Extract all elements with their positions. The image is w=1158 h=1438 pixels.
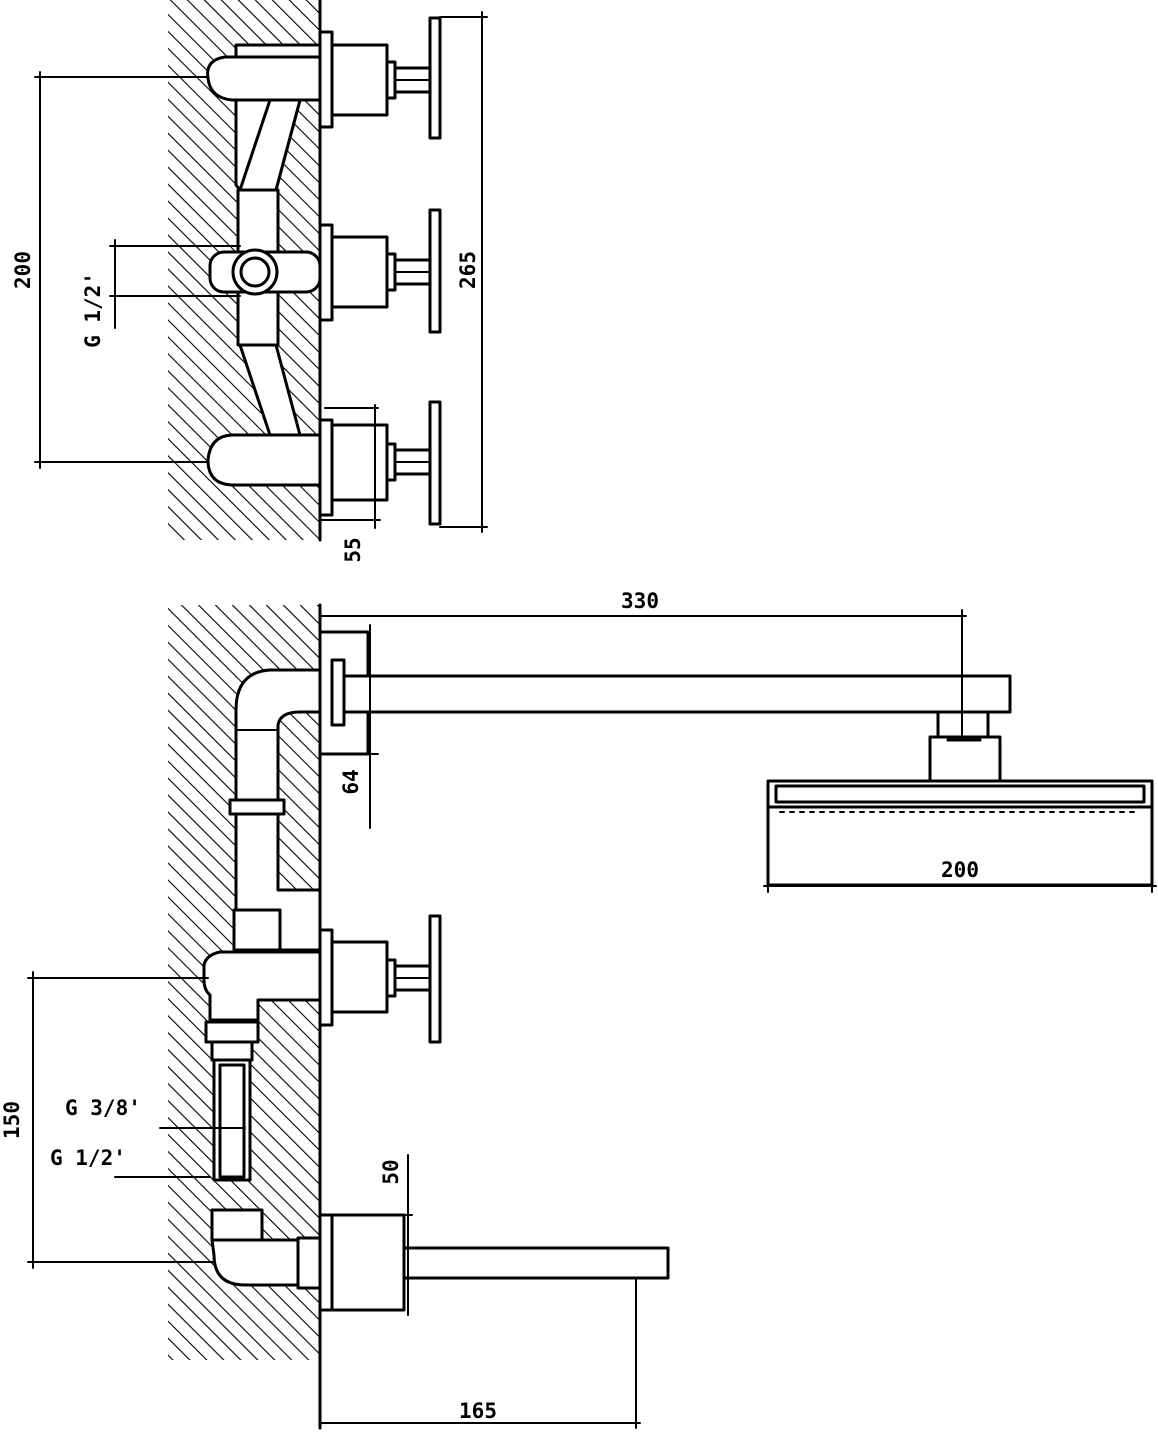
thread-label-3-8: G 3/8' <box>65 1096 141 1120</box>
flange-3 <box>318 418 334 517</box>
thread-callout-1-2: G 1/2' <box>50 1146 211 1178</box>
flange-1 <box>318 30 334 129</box>
shower-arm <box>342 674 1012 714</box>
dimension-label-265: 265 <box>456 251 480 289</box>
bottom-view: 330 200 64 150 G 3/8' G 1/ <box>0 589 1157 1430</box>
spout <box>402 1246 670 1280</box>
dimension-165: 165 <box>319 1277 641 1429</box>
dimension-330: 330 <box>319 589 967 741</box>
flange-2 <box>318 223 334 322</box>
top-view: 200 G 1/2' 265 55 <box>11 0 488 563</box>
handle-valve-1 <box>330 16 442 140</box>
dimension-150: 150 <box>0 971 215 1269</box>
dimension-64: 64 <box>324 624 379 829</box>
spout-flange <box>318 1213 334 1312</box>
thread-label-top: G 1/2' <box>81 272 105 348</box>
dimension-label-200-head: 200 <box>941 858 979 882</box>
dimension-265: 265 <box>439 11 488 533</box>
handle-valve-3 <box>330 400 442 526</box>
dimension-label-165: 165 <box>459 1399 497 1423</box>
concealed-pipework <box>202 668 322 1290</box>
thread-callout-3-8: G 3/8' <box>65 1096 246 1129</box>
dimension-200-head: 200 <box>763 858 1157 893</box>
dimension-label-50: 50 <box>379 1159 403 1184</box>
dimension-55: 55 <box>319 404 381 563</box>
dimension-label-200: 200 <box>11 251 35 289</box>
thread-label-1-2-bottom: G 1/2' <box>50 1146 126 1170</box>
dimension-label-64: 64 <box>339 769 363 794</box>
inlet-connector <box>231 248 279 296</box>
dimension-200-top: 200 <box>11 71 209 469</box>
dimension-50: 50 <box>331 1154 413 1316</box>
thread-callout-top: G 1/2' <box>81 239 241 348</box>
diverter-handle <box>330 914 442 1044</box>
hex-nut <box>204 1020 260 1044</box>
dimension-label-330: 330 <box>621 589 659 613</box>
spout-body <box>330 1213 406 1312</box>
handle-valve-2 <box>330 208 442 334</box>
dimension-label-150: 150 <box>0 1101 24 1139</box>
diverter-flange <box>318 928 334 1027</box>
shower-head <box>766 779 1154 887</box>
dimension-label-55: 55 <box>341 537 365 562</box>
valve-body-top <box>206 43 322 487</box>
